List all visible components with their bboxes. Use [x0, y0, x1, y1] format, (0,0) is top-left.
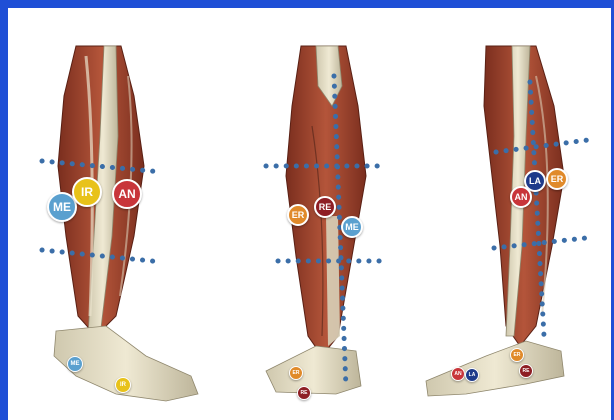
badge-an-right-small: AN: [451, 367, 465, 381]
badge-er-middle: ER: [287, 204, 309, 226]
right-leg: [426, 46, 564, 396]
badge-re-middle-small: RE: [297, 386, 311, 400]
badge-er-right-small: ER: [510, 348, 524, 362]
left-leg: [54, 46, 198, 401]
badge-an-left: AN: [112, 179, 142, 209]
badge-re-right-small: RE: [519, 364, 533, 378]
badge-ir-left-small: IR: [115, 377, 131, 393]
badge-ir-left: IR: [72, 177, 102, 207]
badge-re-middle: RE: [314, 196, 336, 218]
badge-me-left-small: ME: [67, 356, 83, 372]
badge-er-middle-small: ER: [289, 366, 303, 380]
leg-illustration: ME IR AN ME IR ER RE ME ER RE LA ER AN E…: [16, 16, 614, 420]
badge-me-middle: ME: [341, 216, 363, 238]
badge-an-right: AN: [510, 186, 532, 208]
badge-la-right-small: LA: [465, 368, 479, 382]
legs-drawing: [16, 16, 614, 420]
badge-er-right: ER: [546, 168, 568, 190]
